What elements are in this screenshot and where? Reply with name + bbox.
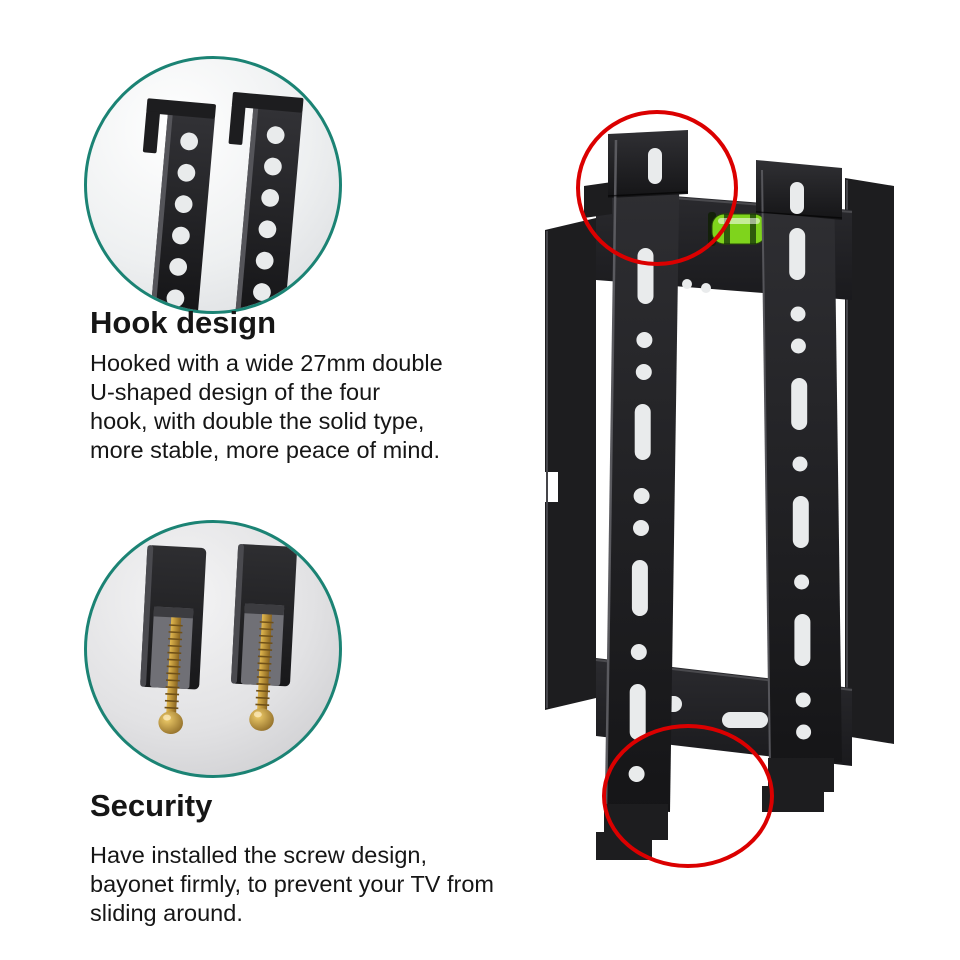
hook-section-title: Hook design [90, 305, 277, 340]
hook-section-body: Hooked with a wide 27mm double U-shaped … [90, 350, 443, 463]
hook-piece-left [142, 98, 216, 311]
security-screw-left [158, 617, 183, 735]
screw-highlight-ellipse [602, 724, 774, 868]
security-detail-zoom-circle [84, 520, 342, 778]
hook-piece-right [228, 92, 304, 311]
screw-closeup-icon [140, 544, 297, 735]
wall-plate-left-rail [545, 218, 596, 710]
security-section-body: Have installed the screw design, bayonet… [90, 842, 495, 926]
hook-detail-zoom-circle [84, 56, 342, 314]
security-screw-right [249, 614, 274, 731]
wall-plate-right-rail [845, 178, 894, 744]
hook-highlight-ellipse [576, 110, 738, 266]
hook-closeup-icon [142, 92, 304, 311]
front-right-rail [755, 160, 843, 812]
security-section-title: Security [90, 788, 213, 823]
security-channel-left [140, 545, 207, 735]
security-channel-right [231, 544, 297, 731]
